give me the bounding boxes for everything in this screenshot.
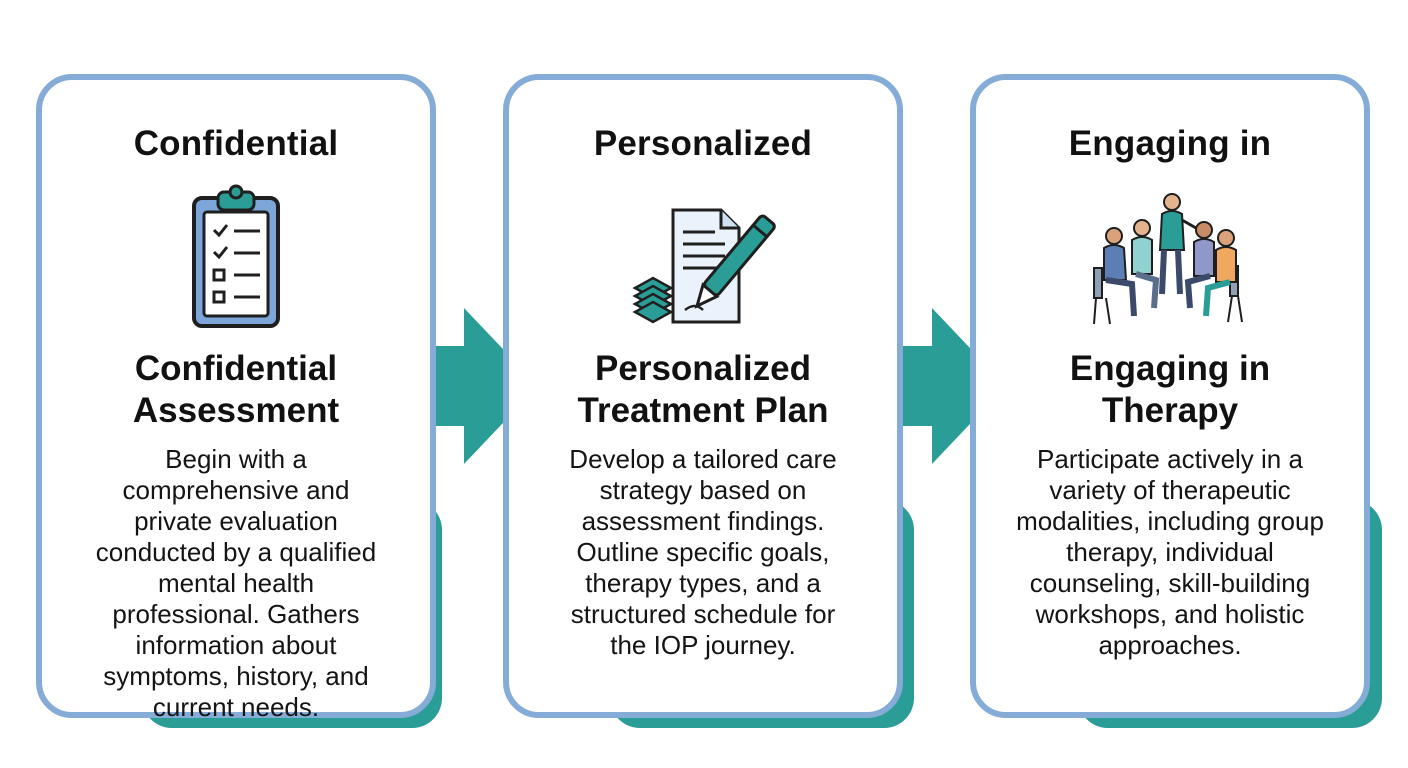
card-top-title: Engaging in [1068, 124, 1272, 163]
step-arrow-1 [430, 308, 540, 464]
document-pen-icon [613, 184, 793, 332]
step-card-treatment-plan: Personalized Personalized Treatment Plan… [503, 74, 903, 718]
card-title-line1: Engaging in [1069, 349, 1271, 388]
card-title-line2: Therapy [1101, 391, 1239, 430]
group-therapy-icon [1080, 184, 1260, 332]
card-top-title: Personalized [593, 124, 813, 163]
card-title-line1: Personalized [595, 349, 811, 388]
card-title: Personalized Treatment Plan [509, 348, 897, 432]
card-description: Begin with a comprehensive and private e… [95, 444, 377, 722]
card-description: Participate actively in a variety of the… [1016, 444, 1324, 660]
clipboard-checklist-icon [146, 184, 326, 332]
step-arrow-2 [898, 308, 1008, 464]
card-top-title: Confidential [133, 124, 339, 163]
card-description: Develop a tailored care strategy based o… [569, 444, 837, 660]
card-title: Confidential Assessment [42, 348, 430, 432]
card-title-line2: Treatment Plan [577, 391, 829, 430]
card-title-line2: Assessment [132, 391, 340, 430]
step-card-assessment: Confidential Confidential Assessment Beg… [36, 74, 436, 722]
card-title: Engaging in Therapy [976, 348, 1364, 432]
step-card-therapy: Engaging in [970, 74, 1370, 718]
card-title-line1: Confidential [134, 349, 338, 388]
